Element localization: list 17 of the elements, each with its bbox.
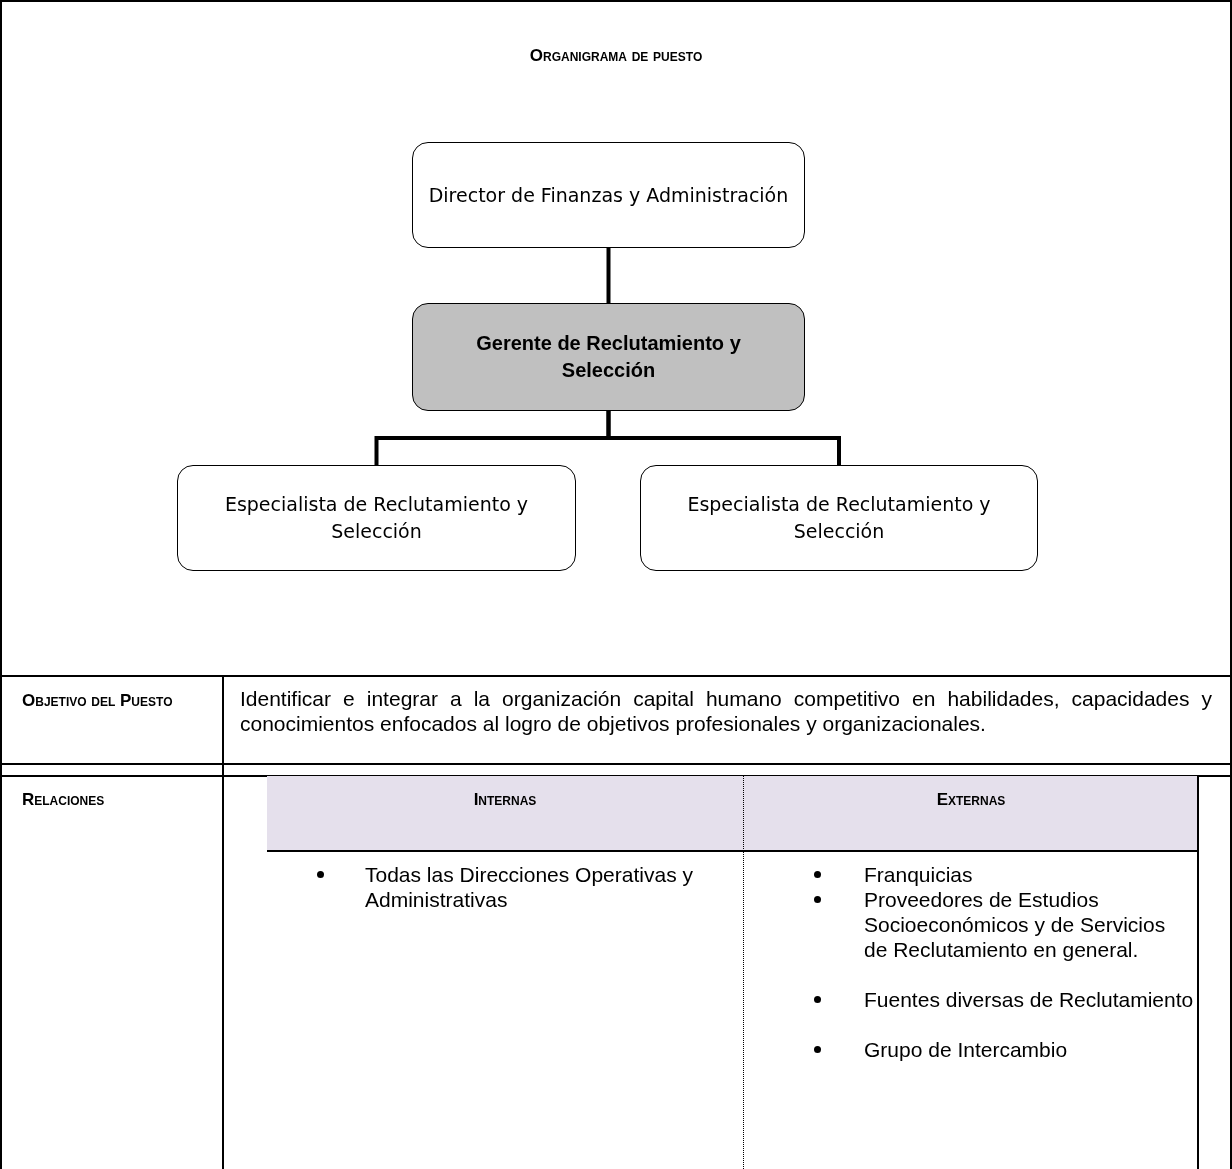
- connector-line: [606, 248, 611, 303]
- row-heading: Relaciones: [22, 790, 105, 810]
- list-item: Todas las Direcciones Operativas y Administrativas: [365, 862, 694, 912]
- position-box: Especialista de Reclutamiento y Selección: [177, 465, 576, 571]
- column-heading: Internas: [472, 790, 538, 810]
- list-item: Fuentes diversas de Reclutamiento: [864, 987, 1194, 1012]
- list-item: Grupo de Intercambio: [864, 1037, 1069, 1062]
- title: Organigrama de puesto: [529, 46, 703, 66]
- list-item: Proveedores de Estudios Socioeconómicos y de Servicios de Reclutamiento en general.: [864, 887, 1167, 962]
- row-heading: Objetivo del Puesto: [22, 690, 174, 712]
- connector-line: [606, 411, 841, 465]
- column-heading: Externas: [935, 790, 1007, 810]
- highlighted-position-box: Gerente de Reclutamiento y Selección: [412, 303, 805, 411]
- list-item: Franquicias: [864, 862, 974, 887]
- objective-text: Identificar e integrar a la organización capital humano competitivo en habilidades, capacidades y conocimientos enfocados al logro de objetivos profesionales y organizacionales.: [240, 686, 1212, 736]
- position-box: Especialista de Reclutamiento y Selección: [640, 465, 1038, 571]
- position-box: Director de Finanzas y Administración: [412, 142, 805, 248]
